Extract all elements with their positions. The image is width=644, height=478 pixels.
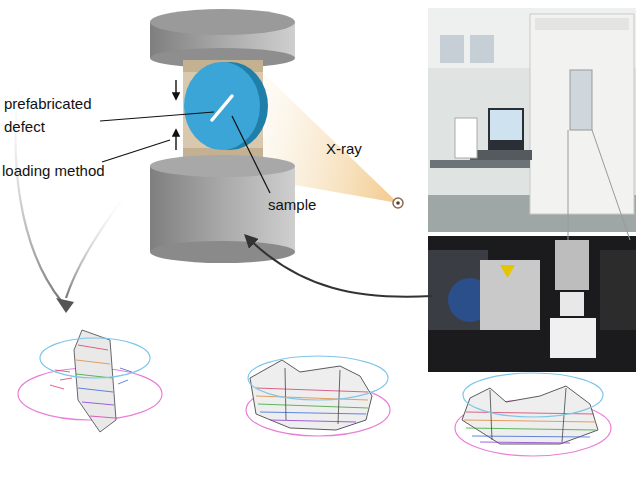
- zoom-line: [592, 130, 630, 240]
- load-arrow: [175, 80, 176, 99]
- leader-line: [102, 140, 170, 162]
- part-label: sample: [268, 194, 348, 217]
- prefabricated-defect: [212, 96, 232, 120]
- load-arrow: [175, 130, 176, 150]
- ct-machine-photo: [428, 8, 636, 232]
- zoom-line: [568, 130, 569, 240]
- flow-arrow: [246, 236, 432, 297]
- xray-source: [393, 198, 403, 208]
- crack-reconstruction: [246, 356, 390, 436]
- leader-line: [100, 112, 214, 121]
- loading-device-photo: [428, 236, 636, 372]
- xray-source-dot: [396, 201, 400, 205]
- part-label: prefabricated defect: [4, 93, 100, 138]
- leader-line: [232, 116, 270, 193]
- sample-disc: [184, 62, 268, 150]
- arrow-head: [56, 298, 74, 313]
- crack-reconstruction: [455, 373, 611, 456]
- crack-reconstruction: [18, 330, 162, 432]
- flow-arrow: [66, 188, 130, 298]
- part-label: X-ray: [326, 138, 386, 161]
- upper-platen: [150, 9, 295, 68]
- part-label: loading method: [2, 160, 122, 183]
